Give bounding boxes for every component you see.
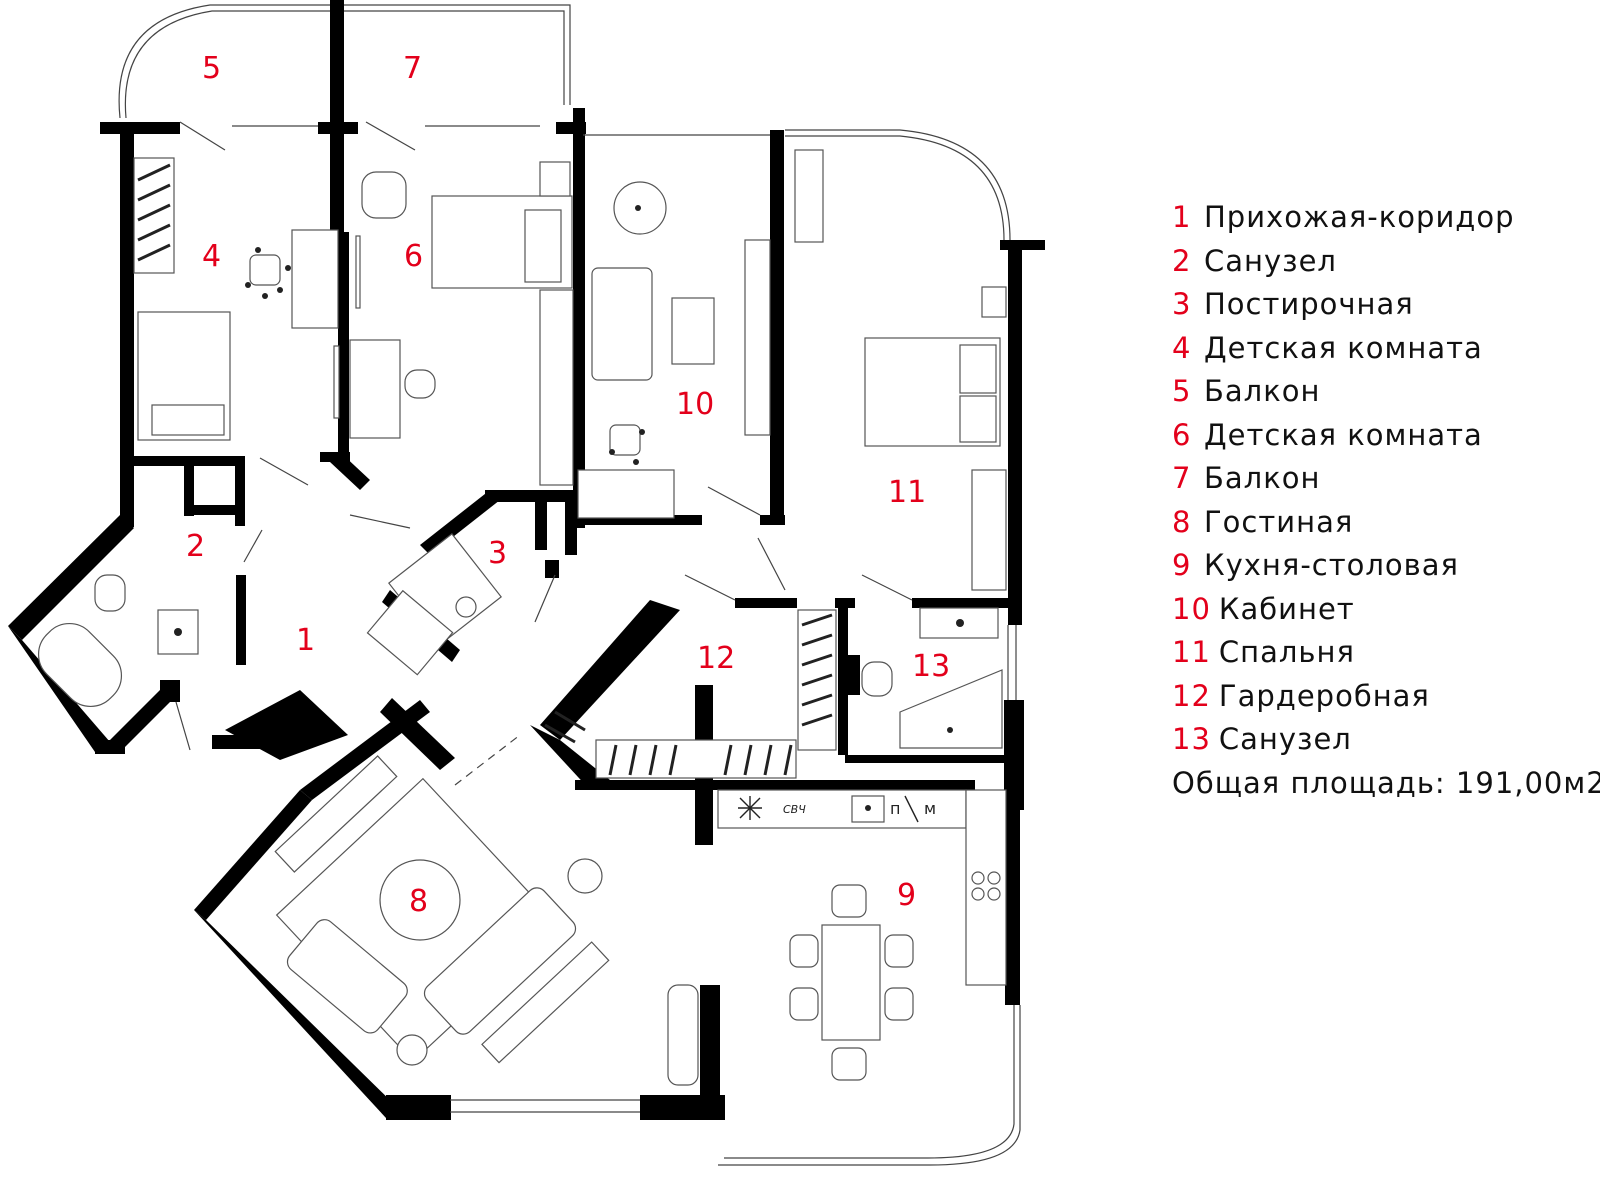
shower-bath13 [899,669,1003,749]
room-number-11: 11 [888,475,926,510]
dining-table [821,924,881,1041]
washer-label: м [924,799,936,818]
door-swings [175,121,913,786]
room-number-10: 10 [676,387,714,422]
legend-item: 5 Балкон [1172,370,1592,414]
room-number-12: 12 [697,641,735,676]
room-number-8: 8 [409,884,428,919]
room-number-13: 13 [912,649,950,684]
room-number-2: 2 [186,529,205,564]
room-number-6: 6 [404,239,423,274]
wardrobe-room10 [744,239,771,436]
legend-room-name: Постирочная [1204,287,1414,321]
legend-item: 2 Санузел [1172,240,1592,284]
legend-number: 5 [1172,374,1192,408]
room-number-5: 5 [202,51,221,86]
legend-number: 8 [1172,504,1192,539]
tv-unit-room8 [274,755,398,873]
legend-room-name: Санузел [1204,243,1337,278]
legend-room-name: Гардеробная [1218,678,1430,713]
legend-number: 6 [1172,417,1192,452]
legend-number: 10 [1172,591,1211,626]
legend-item: 1 Прихожая-коридор [1172,196,1592,240]
microwave-label: СВЧ [783,803,806,816]
sofa-left-room8 [286,919,408,1034]
legend-room-name: Балкон [1204,461,1321,495]
room-number-3: 3 [488,536,507,571]
legend-room-name: Спальня [1218,635,1355,669]
room-number-1: 1 [296,623,315,658]
balcony-outlines [118,4,1021,1166]
legend-number: 3 [1172,287,1192,321]
armchair-room6 [361,171,407,219]
legend-room-name: Детская комната [1204,417,1483,452]
legend-item: 4 Детская комната [1172,327,1592,371]
legend-number: 4 [1172,330,1192,365]
dishwasher-label: п [890,799,900,818]
legend-room-name: Кабинет [1218,591,1355,626]
legend-item: 7 Балкон [1172,457,1592,501]
chair-room10 [609,424,645,465]
toilet-bath13 [861,661,893,697]
legend-number: 11 [1172,635,1211,669]
legend-item: 8 Гостиная [1172,501,1592,545]
sofa-right-room8 [423,887,577,1035]
legend-room-name: Прихожая-коридор [1204,200,1515,234]
legend-number: 1 [1172,200,1192,234]
legend-room-name: Детская комната [1204,330,1483,365]
kitchen-counter-top [717,789,967,829]
bathtub [37,622,123,708]
room-numbers: 5 7 4 6 10 11 2 3 1 12 13 9 8 [186,51,950,919]
legend-room-name: Гостиная [1204,504,1354,539]
room-number-4: 4 [202,239,221,274]
total-area: Общая площадь: 191,00м2 [1172,765,1600,800]
desk-room4 [291,229,339,329]
legend-room-name: Кухня-столовая [1204,548,1459,582]
desk-room6 [349,339,401,439]
legend-number: 13 [1172,722,1211,756]
legend-number: 12 [1172,678,1211,713]
legend-number: 9 [1172,548,1192,582]
toilet-bath2 [94,574,126,612]
furniture [37,149,1007,1086]
walls [8,0,1045,1120]
legend-item: 9 Кухня-столовая [1172,544,1592,588]
legend-room-name: Балкон [1204,374,1321,408]
chair-room4 [245,247,291,299]
sofa-room10 [591,267,653,381]
coffee-table-room8 [379,859,461,941]
wardrobe-shelves [544,609,837,779]
dresser-room11 [971,469,1007,591]
legend-number: 7 [1172,461,1192,495]
room-number-7: 7 [403,51,422,86]
bookshelf-room4 [133,157,175,274]
legend-room-name: Санузел [1218,722,1352,756]
room-number-9: 9 [897,878,916,913]
legend-item: 6 Детская комната [1172,414,1592,458]
legend-item: 3 Постирочная [1172,283,1592,327]
legend-number: 2 [1172,243,1192,278]
